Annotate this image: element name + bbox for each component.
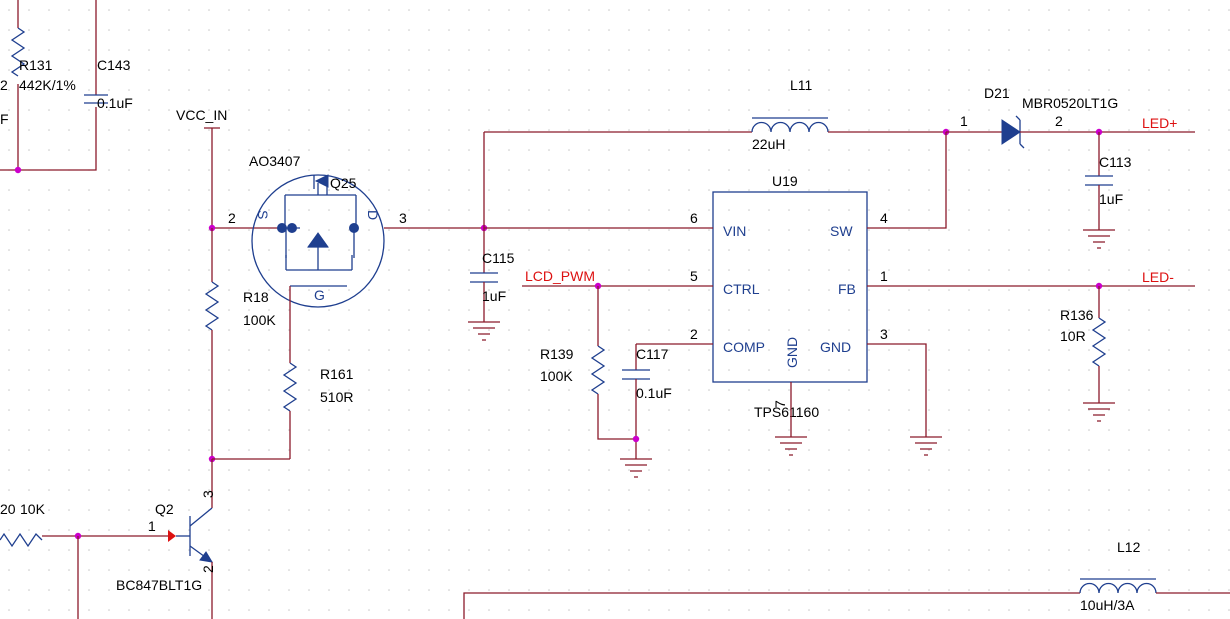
q25-mosfet: S D G AO3407 Q25 3: [249, 153, 484, 363]
q2-pin-base: 1: [148, 518, 156, 534]
d21-diode-arrow: [1001, 119, 1021, 145]
net-led-plus: LED+: [1142, 115, 1177, 131]
u19-gnd7-ground: [775, 436, 807, 456]
u19-vin-name: VIN: [723, 223, 746, 239]
d21-pin2: 2: [1055, 113, 1063, 129]
r120-partial-ref: 20: [0, 501, 16, 517]
r120-resistor-symbol: [0, 532, 43, 548]
r139-ref: R139: [540, 346, 574, 362]
u19-vin-num: 6: [690, 210, 698, 226]
q25-body-circle: [251, 174, 385, 308]
u19-ctrl-num: 5: [690, 268, 698, 284]
r18-ref: R18: [243, 289, 269, 305]
q2-transistor: 20 10K Q2 1 3 2 BC847BLT1G: [0, 490, 216, 619]
u19-comp-num: 2: [690, 326, 698, 342]
ctrl-network: LCD_PWM R139 100K C117 0.1uF: [522, 268, 672, 478]
c143-value: 0.1uF: [97, 95, 133, 111]
d21-pin1: 1: [960, 113, 968, 129]
l11-ref: L11: [790, 77, 813, 93]
r131-resistor-symbol: [10, 27, 26, 77]
r136-ref: R136: [1060, 307, 1094, 323]
u19-ctrl-name: CTRL: [723, 281, 760, 297]
r136-resistor-symbol: [1091, 317, 1107, 367]
u19-part: TPS61160: [754, 404, 819, 420]
q25-part: AO3407: [249, 153, 301, 169]
u19-gnd-num: 3: [880, 326, 888, 342]
l11-value: 22uH: [752, 136, 785, 152]
q2-pin-emitter: 2: [200, 565, 216, 573]
l12-value: 10uH/3A: [1080, 597, 1135, 613]
c117-value: 0.1uF: [636, 385, 672, 401]
q25-ref: Q25: [330, 175, 357, 191]
vcc-in-label: VCC_IN: [176, 107, 227, 123]
u19-fb-name: FB: [838, 281, 856, 297]
r161-ref: R161: [320, 366, 354, 382]
u19-sw-num: 4: [880, 210, 888, 226]
vcc-in-rail: VCC_IN R18 100K 2: [176, 107, 290, 508]
q2-part: BC847BLT1G: [116, 577, 202, 593]
l12-coil: [1079, 582, 1157, 594]
fb-network: LED- R136 10R: [1060, 269, 1174, 422]
r120-value: 10K: [20, 501, 46, 517]
c113: C113 1uF: [1083, 132, 1132, 249]
u19-ic: U19 TPS61160 6 VIN 5 CTRL 2 COMP 4 SW 1 …: [484, 132, 1195, 456]
u19-comp-name: COMP: [723, 339, 765, 355]
q2-pin-collector: 3: [200, 490, 216, 498]
u19-sw-name: SW: [830, 223, 853, 239]
r161-value: 510R: [320, 389, 353, 405]
r136-value: 10R: [1060, 328, 1086, 344]
c115-value: 1uF: [482, 288, 506, 304]
r131-ref: R131: [19, 57, 53, 73]
q2-base-pin-marker: [168, 530, 176, 542]
net-led-minus: LED-: [1142, 269, 1174, 285]
u19-gnd3-ground: [910, 436, 942, 456]
c113-ground: [1083, 229, 1115, 249]
u19-gnd2-num: 7: [772, 400, 788, 408]
d21: 1 2 D21 MBR0520LT1G LED+: [942, 85, 1195, 149]
q25-pin-drain-number: 3: [399, 210, 407, 226]
r131-c143-block: R131 442K/1% C143 0.1uF 2 F: [0, 0, 133, 174]
left-pin-f: F: [0, 111, 9, 127]
c143-ref: C143: [97, 57, 131, 73]
q25-source-mark: S: [255, 210, 271, 219]
q25-gate-mark: G: [314, 287, 325, 303]
c117-ground: [620, 458, 652, 478]
c113-value: 1uF: [1099, 191, 1123, 207]
c143-capacitor-symbol: [84, 94, 108, 104]
u19-body: [712, 191, 868, 383]
l12: L12 10uH/3A: [463, 539, 1230, 619]
l12-ref: L12: [1117, 539, 1141, 555]
c115: C115 1uF: [468, 132, 515, 341]
q25-pin-source-number: 2: [228, 210, 236, 226]
c115-ground: [468, 321, 500, 341]
q25-drain-mark: D: [365, 210, 381, 220]
r139-resistor-symbol: [590, 345, 606, 395]
u19-fb-num: 1: [880, 268, 888, 284]
r18-resistor-symbol: [204, 281, 220, 331]
u19-gnd2-name: GND: [784, 337, 800, 368]
l11-coil: [751, 121, 829, 133]
left-pin-2: 2: [0, 77, 8, 93]
c117-ref: C117: [636, 346, 669, 362]
d21-part: MBR0520LT1G: [1022, 95, 1118, 111]
net-lcd-pwm: LCD_PWM: [525, 268, 595, 284]
r139-value: 100K: [540, 368, 573, 384]
r161-resistor-symbol: [282, 362, 298, 412]
r161: R161 510R: [282, 362, 354, 459]
r136-ground: [1083, 402, 1115, 422]
u19-gnd-name: GND: [820, 339, 851, 355]
q2-ref: Q2: [155, 501, 174, 517]
d21-ref: D21: [984, 85, 1010, 101]
c113-ref: C113: [1099, 154, 1132, 170]
c115-ref: C115: [482, 250, 515, 266]
u19-ref: U19: [772, 173, 798, 189]
r18-value: 100K: [243, 312, 276, 328]
l11: L11 22uH: [484, 77, 946, 152]
r131-value: 442K/1%: [19, 77, 76, 93]
